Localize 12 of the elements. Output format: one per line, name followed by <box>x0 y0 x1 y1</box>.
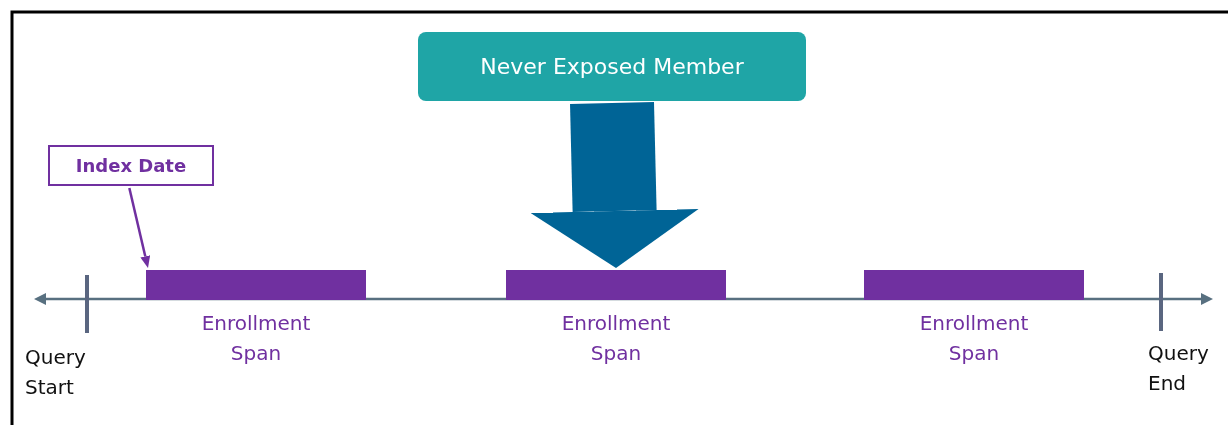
block-arrow <box>530 102 699 268</box>
axis-label: Query Start <box>25 344 87 401</box>
bar-caption: Enrollment Span <box>560 310 672 367</box>
bar-caption: Enrollment Span <box>200 310 312 367</box>
enrollment-bar <box>506 270 726 300</box>
bar-caption: Enrollment Span <box>918 310 1030 367</box>
callout-box: Index Date <box>48 145 214 186</box>
leader-arrow <box>128 187 151 268</box>
enrollment-bar <box>146 270 366 300</box>
enrollment-bar <box>864 270 1084 300</box>
title-box: Never Exposed Member <box>418 32 806 101</box>
axis-label: Query End <box>1148 340 1210 397</box>
